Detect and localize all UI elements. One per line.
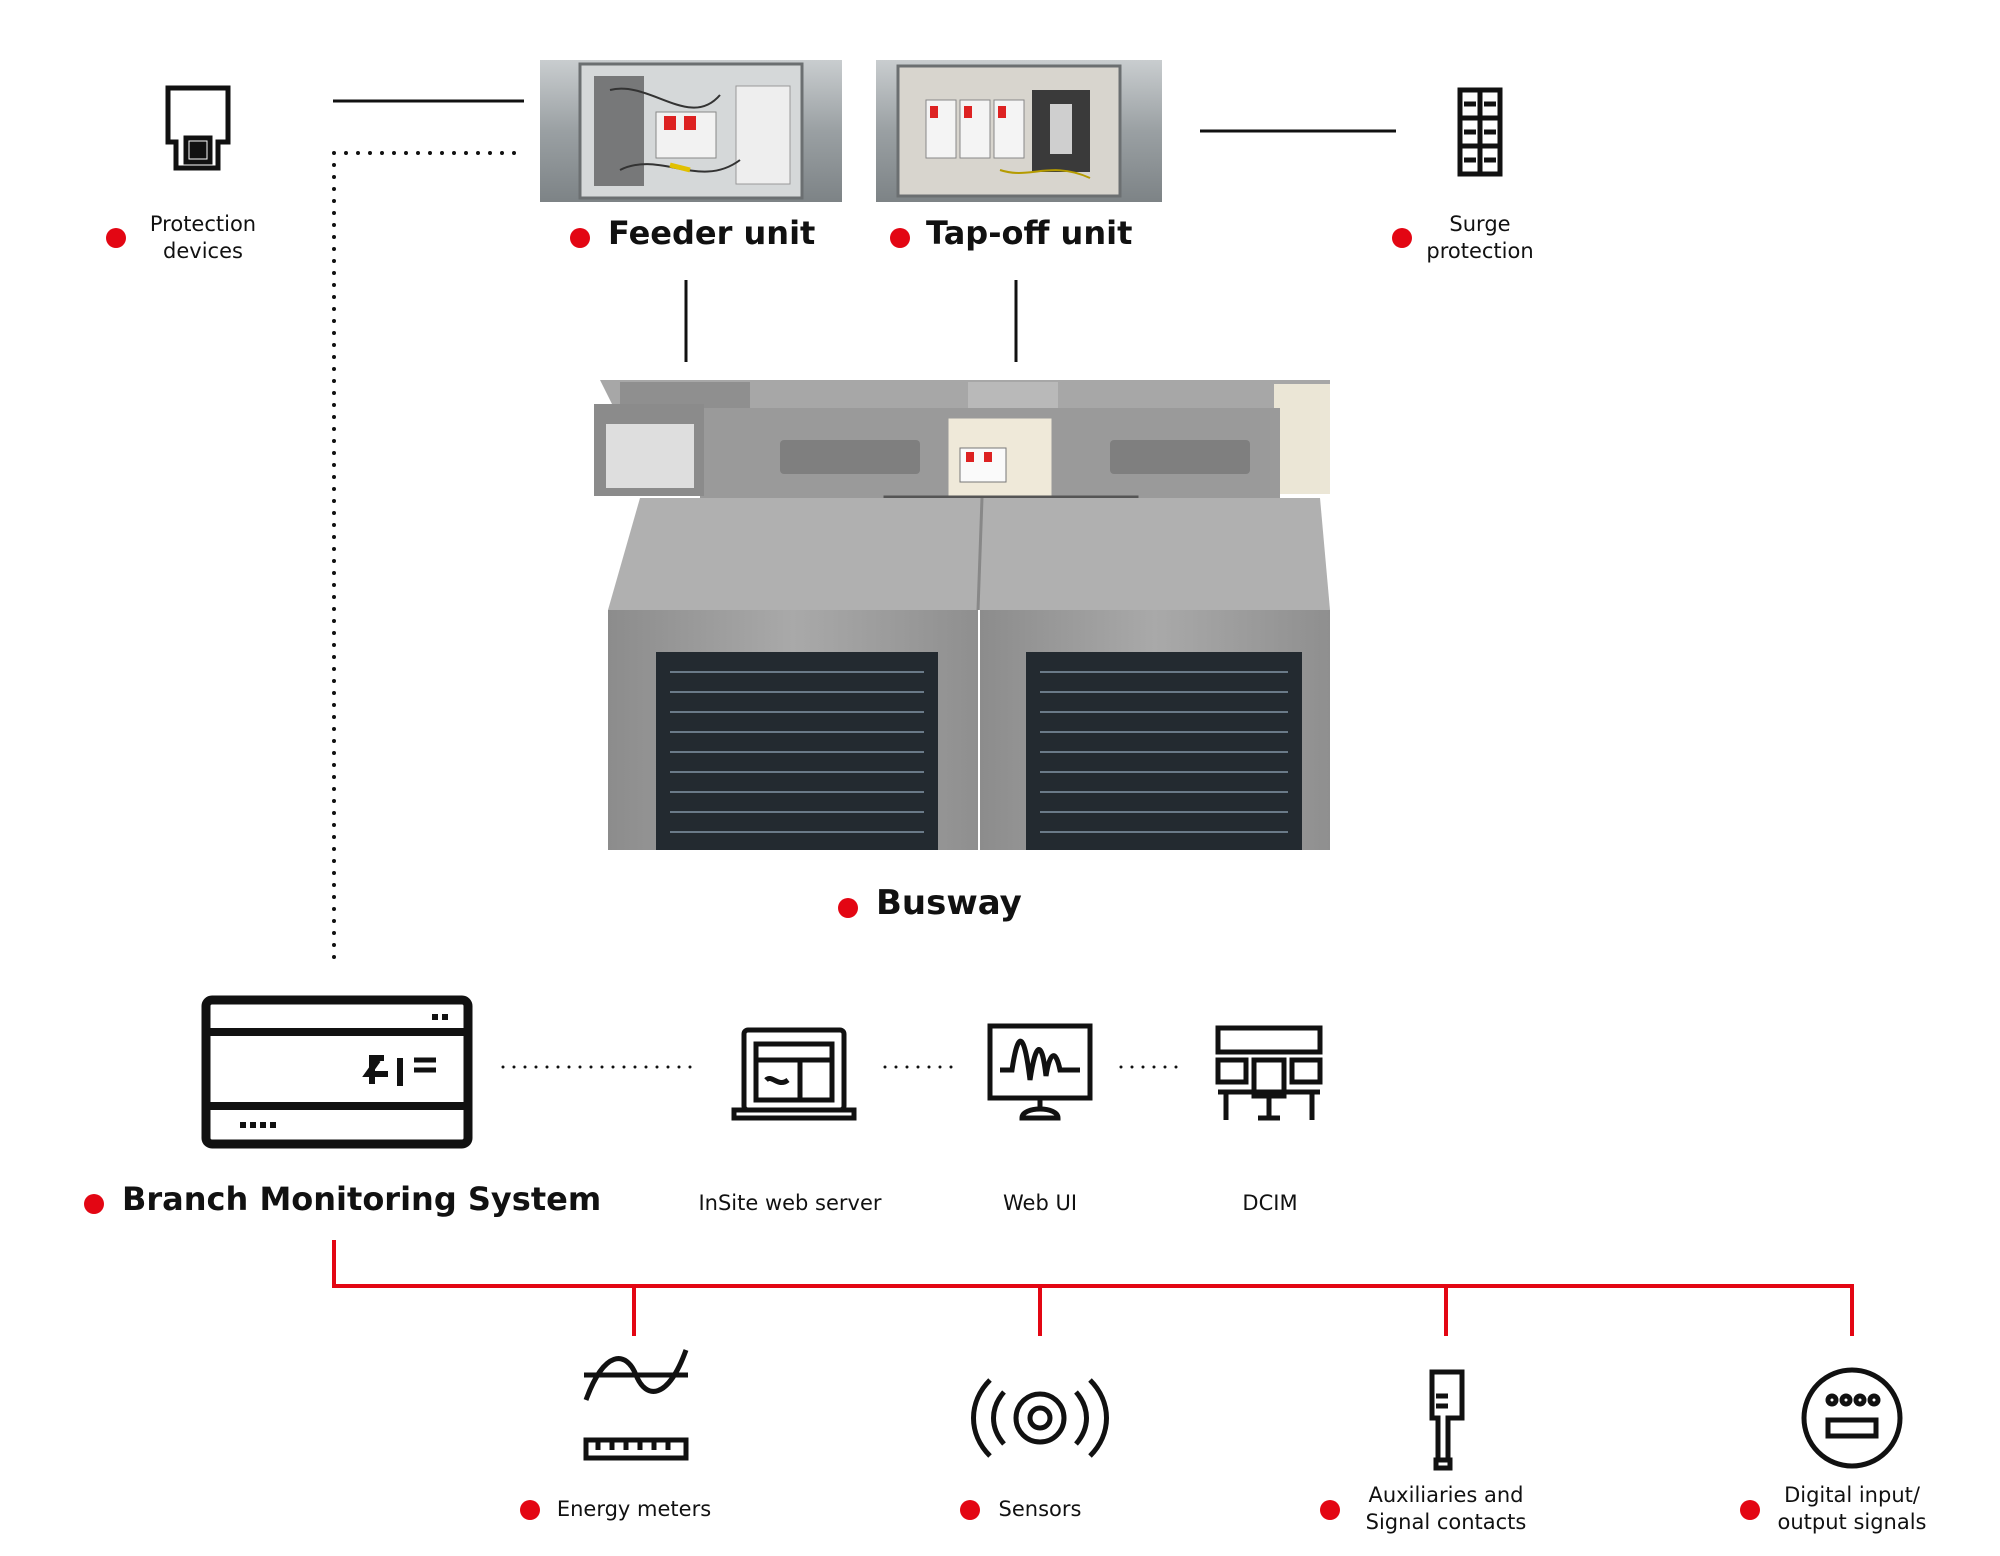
protection-devices-marker [106,228,126,248]
busway-marker [838,898,858,918]
web-ui-label: Web UI [1002,1191,1078,1215]
sensors-label: Sensors [998,1497,1082,1521]
busway-label: Busway [876,883,1022,923]
feeder-unit-image [540,60,842,202]
tapoff-unit-label: Tap-off unit [926,214,1133,252]
energy-meter-icon [583,1349,689,1461]
bms-device-icon [201,995,473,1149]
digital-io-label: Digital input/ output signals [1777,1483,1927,1534]
monitor-waveform-icon [987,1023,1093,1121]
bms-bus-lines [332,1240,1854,1336]
sensors-marker [960,1500,980,1520]
energy-meters-label: Energy meters [556,1497,712,1521]
energy-meters-marker [520,1500,540,1520]
digital-io-marker [1740,1500,1760,1520]
surge-protection-marker [1392,228,1412,248]
io-module-icon [1801,1367,1903,1469]
bms-marker [84,1194,104,1214]
tapoff-unit-marker [890,228,910,248]
breaker-module-icon [165,85,231,171]
surge-arrester-icon [1457,87,1503,177]
dcim-label: DCIM [1242,1191,1298,1215]
auxiliaries-label: Auxiliaries and Signal contacts [1365,1483,1527,1534]
feeder-unit-marker [570,228,590,248]
bms-label: Branch Monitoring System [122,1180,602,1218]
control-room-icon [1215,1025,1323,1121]
auxiliary-contact-icon [1429,1369,1465,1471]
feeder-unit-label: Feeder unit [608,214,816,252]
surge-protection-label: Surge protection [1426,212,1534,263]
protection-devices-label: Protection devices [149,212,257,263]
sensor-icon [971,1378,1109,1458]
laptop-icon [731,1027,857,1121]
insite-web-server-label: InSite web server [698,1191,882,1215]
auxiliaries-marker [1320,1500,1340,1520]
dotted-bms-feeder [332,151,526,959]
tapoff-unit-image [876,60,1162,202]
connector-lines [332,99,1396,1069]
busway-image [594,380,1330,850]
